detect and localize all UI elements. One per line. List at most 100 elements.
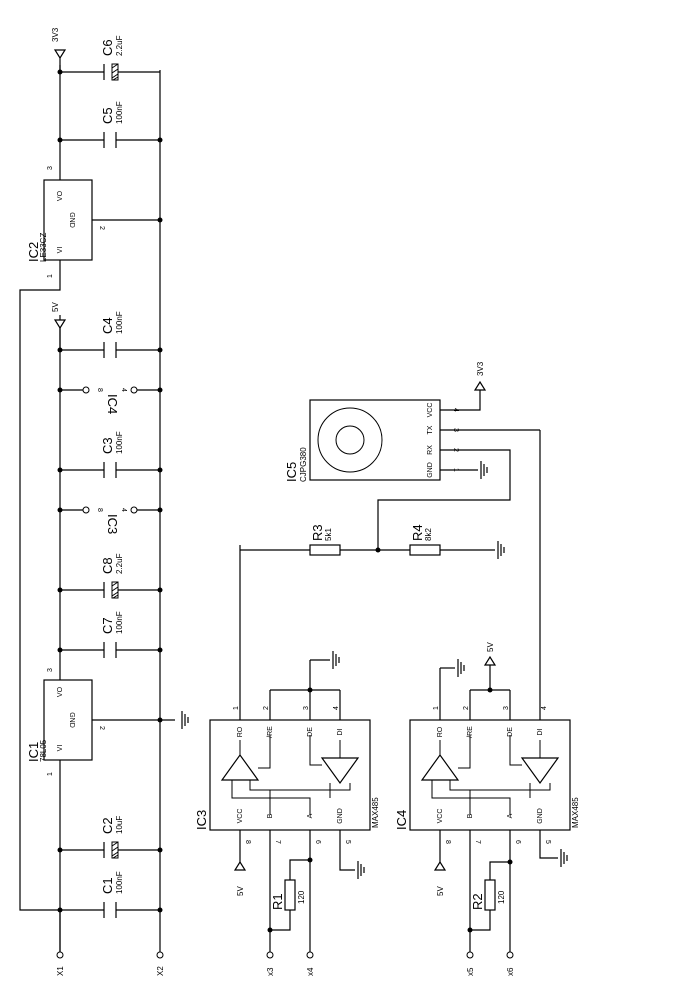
regulator-ic1: VO GND VI 3 2 1 IC1 78L05 — [26, 668, 105, 776]
c2-ref: C2 — [100, 817, 115, 834]
connector-x5-label: x5 — [466, 967, 475, 976]
ic4-part: MAX485 — [571, 797, 580, 828]
resistor-r4 — [409, 544, 441, 556]
ic2-gnd-label: GND — [68, 212, 75, 228]
ic3-gnd-pin-icon — [357, 860, 365, 880]
terminal-x6[interactable] — [506, 951, 514, 959]
ic4-ro-ground-icon — [457, 658, 465, 678]
capacitor-c1: C1 100nF — [100, 871, 124, 918]
terminal-x1[interactable] — [56, 951, 64, 959]
c8-ref: C8 — [100, 557, 115, 574]
ic4-pin-b: B — [467, 813, 474, 818]
ic3-pin-b: B — [267, 813, 274, 818]
ic5-num-1: 1 — [452, 468, 459, 472]
c4-ref: C4 — [100, 317, 115, 334]
ic3-vcc-net: 5V — [236, 886, 245, 896]
net-label-3v3: 3V3 — [51, 27, 60, 42]
ic4-pin-vcc: VCC — [437, 809, 444, 824]
ic1-part: 78L05 — [39, 739, 48, 762]
ic3-pin-vcc: VCC — [237, 809, 244, 824]
regulator-ic2: VO GND VI 3 2 1 IC2 LE33CZ — [26, 166, 105, 278]
ic3-part: MAX485 — [371, 797, 380, 828]
ic4-num-1: 1 — [433, 706, 440, 710]
c5-ref: C5 — [100, 107, 115, 124]
resistor-r1: R1 120 — [267, 857, 313, 933]
ic3-supply-ref: IC3 — [105, 514, 120, 534]
ic5-pin-gnd: GND — [427, 462, 434, 478]
capacitor-c4: C4 100nF — [100, 311, 124, 358]
ic5-num-2: 2 — [452, 448, 459, 452]
ic4-pin-re: /RE — [467, 726, 474, 738]
r4-ground-icon — [497, 540, 505, 560]
ic4-num-2: 2 — [463, 706, 470, 710]
terminal-x4[interactable] — [306, 951, 314, 959]
ic3-pin-ro: RO — [237, 726, 244, 737]
ic4-pin-ro: RO — [437, 726, 444, 737]
ic3-ground-icon — [332, 650, 340, 670]
resistor-r2: R2 120 — [467, 859, 513, 933]
transceiver-ic4: RO /RE DE DI VCC B A GND 5V 1 2 3 4 8 7 … — [394, 430, 580, 976]
ic2-part: LE33CZ — [39, 233, 48, 262]
ic4-gnd-pin-icon — [560, 848, 568, 868]
power-supply-section: 3V3 5V C6 2.2uF C5 100nF C4 100nF — [19, 27, 189, 976]
ic3-num-6: 6 — [314, 840, 321, 844]
ic3-pin-de: DE — [307, 727, 314, 737]
c1-ref: C1 — [100, 877, 115, 894]
ic4-num-6: 6 — [514, 840, 521, 844]
ic3-num-2: 2 — [263, 706, 270, 710]
capacitor-c5: C5 100nF — [100, 101, 124, 148]
ic4-pin-di: DI — [537, 728, 544, 735]
antenna-icon — [317, 407, 383, 473]
terminal-x3[interactable] — [266, 951, 274, 959]
ic3-num-5: 5 — [344, 840, 351, 844]
connector-x2-label: X2 — [156, 966, 165, 976]
c3-ref: C3 — [100, 437, 115, 454]
ic2-pin1: 1 — [47, 274, 54, 278]
ic5-num-4: 4 — [452, 408, 459, 412]
rx-divider: R3 5k1 R4 8k2 — [240, 449, 511, 560]
ic5-vcc-net: 3V3 — [476, 361, 485, 376]
ic4-num-3: 3 — [503, 706, 510, 710]
capacitor-c8: C8 2.2uF — [100, 553, 124, 599]
ic4-supply-pin4: 4 — [120, 388, 127, 392]
ic4-supply-ref: IC4 — [105, 394, 120, 414]
terminal-x2[interactable] — [156, 951, 164, 959]
connector-x3-label: x3 — [266, 967, 275, 976]
ic4-num-7: 7 — [474, 840, 481, 844]
c8-value: 2.2uF — [115, 553, 124, 574]
ic1-ref: IC1 — [26, 742, 41, 762]
capacitor-c7: C7 100nF — [100, 611, 124, 658]
ic3-receiver-icon — [220, 753, 260, 781]
ic3-num-7: 7 — [274, 840, 281, 844]
ic3-pin-gnd: GND — [337, 808, 344, 824]
r1-value: 120 — [297, 890, 306, 904]
ic4-de-net: 5V — [486, 642, 495, 652]
ic1-gnd-label: GND — [68, 712, 75, 728]
r2-value: 120 — [497, 890, 506, 904]
ic3-num-4: 4 — [333, 706, 340, 710]
c6-ref: C6 — [100, 39, 115, 56]
ic2-vo-label: VO — [57, 190, 64, 201]
c7-ref: C7 — [100, 617, 115, 634]
ic4-num-8: 8 — [444, 840, 451, 844]
ic4-ref: IC4 — [394, 810, 409, 830]
ic5-pin-rx: RX — [427, 445, 434, 455]
supply-arrow-5v: 5V — [51, 302, 67, 350]
c6-value: 2.2uF — [115, 35, 124, 56]
ic1-pin1: 1 — [47, 772, 54, 776]
ic1-vi-label: VI — [57, 745, 64, 752]
transceiver-ic3: RO /RE DE DI VCC B A GND 1 2 3 4 8 7 6 5… — [194, 545, 380, 976]
ic4-num-4: 4 — [541, 706, 548, 710]
ic3-pin-di: DI — [337, 728, 344, 735]
ic3-pin-a: A — [307, 813, 314, 818]
ic3-num-8: 8 — [244, 840, 251, 844]
gps-module-ic5: VCC TX RX GND 3V3 4 3 2 1 IC5 CJPG380 — [284, 361, 540, 482]
terminal-x5[interactable] — [466, 951, 474, 959]
c7-value: 100nF — [115, 611, 124, 634]
c4-value: 100nF — [115, 311, 124, 334]
ic5-pin-vcc: VCC — [427, 403, 434, 418]
ic3-supply-pin4: 4 — [120, 508, 127, 512]
r4-value: 8k2 — [424, 528, 433, 541]
c1-value: 100nF — [115, 871, 124, 894]
